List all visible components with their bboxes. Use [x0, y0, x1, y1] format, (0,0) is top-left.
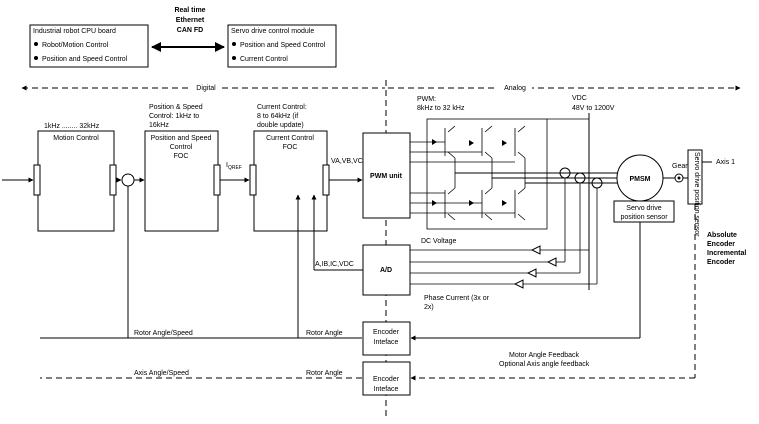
pwm-note-2: 8kHz to 32 kHz [417, 105, 465, 112]
encoder-interface-2: Encoder Inteface [362, 361, 411, 396]
motion-freq-note: 1kHz ........ 32kHz [44, 123, 100, 130]
servo-module-title: Servo drive control module [231, 28, 314, 35]
servo-sensor-line-1: Servo drive [626, 205, 662, 212]
pwm-unit-block: PWM unit [362, 132, 411, 219]
rotor-angle-speed-label: Rotor Angle/Speed [134, 330, 193, 337]
vdc-label: VDC [572, 95, 587, 102]
current-control-block: Current Control FOC [249, 130, 330, 232]
encoder1-line-2: Inteface [374, 339, 399, 346]
pmsm-motor: PMSM [616, 154, 664, 202]
motion-control-block: Motion Control [33, 130, 117, 232]
iqref-main: I [226, 162, 228, 169]
encoder2-line-1: Encoder [373, 376, 400, 383]
igbt-top-1 [427, 125, 456, 159]
servo-module-box: Servo drive control module Position and … [227, 24, 337, 68]
cpu-board-box: Industrial robot CPU board Robot/Motion … [29, 24, 149, 68]
iqref-sub: QREF [228, 165, 242, 171]
iqref-label: IQREF [226, 162, 242, 171]
pwm-unit-label: PWM unit [370, 173, 403, 180]
ad-block: A/D [362, 244, 411, 296]
servo-position-sensor-box [613, 200, 675, 223]
digital-label: Digital [196, 85, 216, 92]
cpu-board-item-position: Position and Speed Control [42, 56, 128, 63]
pos-speed-note-2: Control: 1kHz to [149, 113, 199, 120]
encoder-type-1: Absolute [707, 232, 737, 239]
phase-current-line-1: Phase Current (3x or [424, 295, 490, 302]
encoder2-line-2: Inteface [374, 386, 399, 393]
encoder-type-3: Incremental [707, 250, 746, 257]
cpu-board-title: Industrial robot CPU board [33, 28, 116, 35]
servo-module-item-position: Position and Speed Control [240, 42, 326, 49]
pos-speed-title-3: FOC [174, 153, 189, 160]
inverter-bridge [426, 118, 548, 230]
current-note-3: double update) [257, 122, 304, 129]
current-title-1: Current Control [266, 135, 314, 142]
servo-sensor-line-2: position sensor [620, 214, 668, 221]
phase-current-line-2: 2x) [424, 304, 434, 311]
comm-label: Real time Ethernet CAN FD [174, 7, 205, 34]
pos-speed-title-2: Control [170, 144, 193, 151]
current-note-2: 8 to 64kHz (if [257, 113, 298, 120]
motor-feedback-line-2: Optional Axis angle feedback [499, 361, 590, 368]
igbt-bottom-2 [465, 187, 493, 221]
gear-label: Gear [672, 163, 688, 170]
igbt-bottom-3 [498, 187, 526, 221]
position-speed-block: Position and Speed Control FOC [144, 130, 221, 232]
encoder1-line-1: Encoder [373, 329, 400, 336]
rotor-angle-label-2: Rotor Angle [306, 370, 343, 377]
sensing-lines [410, 178, 598, 289]
comm-line-2: Ethernet [176, 17, 205, 24]
analog-label: Analog [504, 85, 526, 92]
axis-position-sensor-label: Servo drive position sensor [693, 152, 700, 237]
rotor-angle-label-1: Rotor Angle [306, 330, 343, 337]
pwm-note-1: PWM: [417, 96, 436, 103]
pmsm-label: PMSM [630, 176, 651, 183]
pos-speed-note-3: 16kHz [149, 122, 169, 129]
pos-speed-note-1: Position & Speed [149, 104, 203, 111]
encoder-type-4: Encoder [707, 259, 735, 266]
iabc-vdc-label: IA,IB,IC,VDC [313, 261, 354, 268]
igbt-bottom-1 [427, 187, 456, 221]
motion-control-title: Motion Control [53, 135, 99, 142]
axis-label: Axis 1 [716, 159, 735, 166]
encoder-type-2: Encoder [707, 241, 735, 248]
motor-feedback-line-1: Motor Angle Feedback [509, 352, 580, 359]
axis-angle-speed-label: Axis Angle/Speed [134, 370, 189, 377]
servo-module-item-current: Current Control [240, 56, 288, 63]
summing-junction [121, 173, 135, 187]
encoder-interface-1: Encoder Inteface [362, 321, 411, 356]
ad-label: A/D [380, 267, 392, 274]
dc-voltage-label: DC Voltage [421, 238, 457, 245]
vabc-label: VA,VB,VC [331, 158, 363, 165]
pwm-gate-lines [410, 141, 498, 214]
phase-output-lines [455, 172, 640, 184]
current-title-2: FOC [283, 144, 298, 151]
vdc-range: 48V to 1200V [572, 105, 615, 112]
comm-line-3: CAN FD [177, 27, 203, 34]
comm-line-1: Real time [174, 7, 205, 14]
current-note-1: Current Control: [257, 104, 307, 111]
igbt-top-3 [498, 125, 526, 163]
cpu-board-item-robot: Robot/Motion Control [42, 42, 109, 49]
igbt-top-2 [465, 125, 493, 159]
pos-speed-title-1: Position and Speed [151, 135, 212, 142]
